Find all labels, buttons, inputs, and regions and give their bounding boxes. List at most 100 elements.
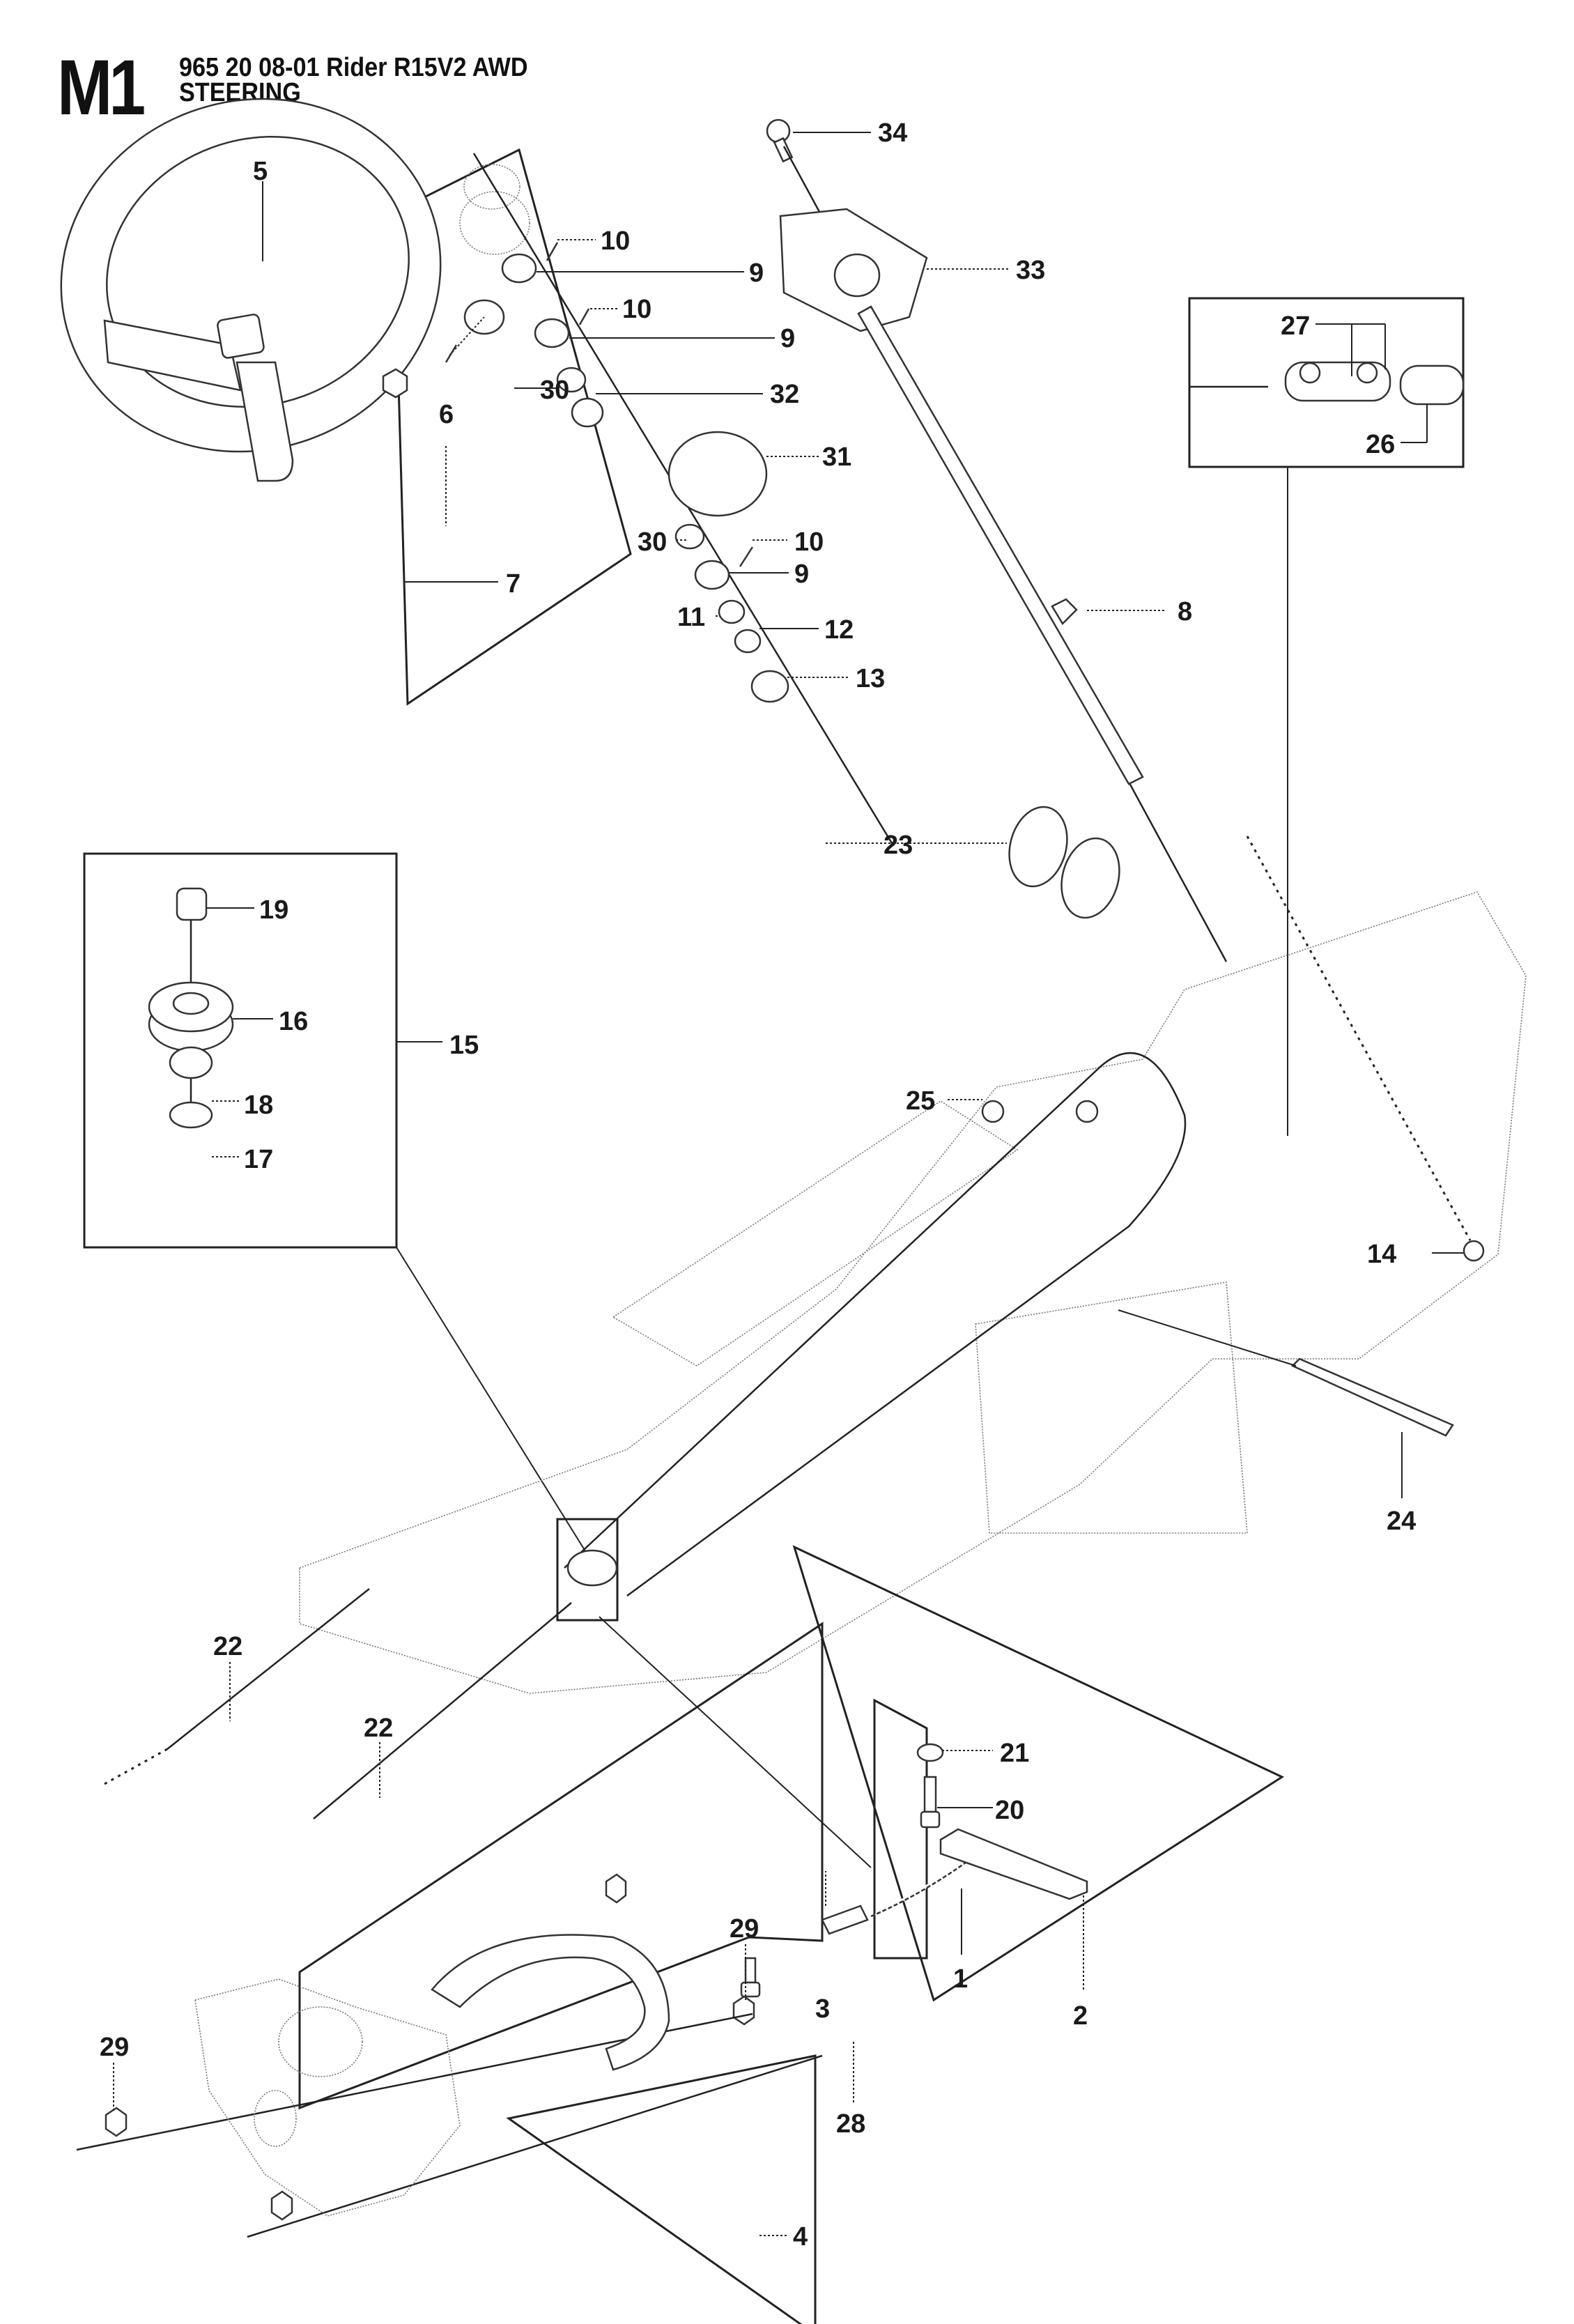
steering-wheel [60, 98, 442, 482]
callout-34: 34 [878, 118, 907, 148]
callout-30a: 30 [540, 376, 569, 405]
bushing-32 [571, 397, 604, 428]
bolt-20 [920, 1776, 941, 1829]
callout-30b: 30 [638, 528, 667, 557]
chain-26 [1399, 364, 1465, 406]
callout-20: 20 [995, 1796, 1024, 1825]
callout-26: 26 [1366, 430, 1395, 459]
column-detail-frame [392, 148, 632, 706]
bushing-9a [501, 253, 537, 284]
shoulder-bolt-19 [176, 887, 208, 921]
callout-24: 24 [1387, 1507, 1416, 1536]
retaining-ring-17 [169, 1101, 213, 1129]
callout-19: 19 [259, 895, 288, 925]
nut-29d [270, 2190, 293, 2221]
bushing-9c [694, 560, 730, 590]
pulley-assembly-frame [83, 852, 398, 1249]
pin-10c [739, 546, 754, 567]
callout-5: 5 [253, 157, 268, 186]
nut-29a [605, 1873, 627, 1904]
callout-13: 13 [856, 664, 885, 693]
callout-3: 3 [815, 1994, 830, 2024]
e-clip-25b [1075, 1100, 1099, 1123]
callout-23: 23 [884, 831, 913, 860]
cable-22b [313, 1602, 572, 1819]
callout-8: 8 [1178, 597, 1192, 626]
ring-30a [556, 367, 587, 393]
screw-4 [740, 1957, 761, 1998]
column-upper-cone [459, 164, 530, 255]
dust-cover-31 [668, 431, 768, 517]
pulley-16 [148, 981, 234, 1052]
nut-29b [732, 1995, 755, 2026]
callout-numbers: 5 6 7 34 33 10 9 10 9 30 32 31 30 10 9 1… [100, 118, 1416, 2252]
callout-18: 18 [244, 1091, 273, 1120]
bearing-13 [750, 670, 789, 703]
callout-9c: 9 [794, 560, 809, 589]
callout-9a: 9 [749, 259, 764, 288]
callout-14: 14 [1367, 1240, 1396, 1269]
callout-29b: 29 [100, 2033, 129, 2062]
leader-lines [113, 132, 1463, 2236]
callout-1: 1 [953, 1964, 968, 1994]
callout-9b: 9 [780, 324, 795, 353]
clamp-28 [431, 1934, 670, 2071]
pin-10b [578, 308, 590, 325]
plate-33 [779, 208, 928, 332]
bracket-2 [939, 1828, 1088, 1900]
callout-10b: 10 [622, 295, 651, 324]
brand-logo-badge [217, 314, 265, 359]
pin-24 [1290, 1357, 1454, 1437]
steering-chain [564, 1052, 1187, 1597]
pin-10a [546, 242, 559, 261]
callout-33: 33 [1016, 256, 1045, 285]
callout-15: 15 [449, 1031, 479, 1060]
bushing-12 [734, 629, 762, 654]
steering-shaft-8 [857, 305, 1144, 785]
ring-30b [674, 523, 705, 550]
spring-1 [870, 1859, 969, 1918]
callout-28: 28 [836, 2109, 865, 2139]
set-screw-6 [445, 344, 458, 363]
callout-22a: 22 [213, 1632, 242, 1661]
callout-27: 27 [1281, 311, 1310, 341]
lower-frame-a [298, 1622, 824, 2110]
callout-11: 11 [677, 603, 705, 632]
bushing-9b [534, 318, 570, 348]
callout-25: 25 [906, 1086, 935, 1116]
link-plate-3 [821, 1904, 869, 1935]
bolt-34 [766, 118, 794, 163]
callout-22b: 22 [364, 1714, 393, 1743]
nut-7 [382, 368, 408, 399]
chassis-frame [299, 891, 1527, 1694]
callout-21: 21 [1000, 1739, 1029, 1768]
washer-21 [916, 1743, 944, 1762]
callout-4: 4 [793, 2222, 808, 2252]
cable-22a [167, 1588, 370, 1750]
callout-32: 32 [770, 380, 799, 409]
callout-7: 7 [506, 569, 520, 599]
callout-12: 12 [824, 615, 854, 645]
model-line: 965 20 08-01 Rider R15V2 AWD [179, 53, 528, 82]
connector-link-27 [1284, 361, 1391, 402]
lower-frame-d [506, 2054, 817, 2324]
callout-2: 2 [1073, 2001, 1088, 2031]
callout-10c: 10 [794, 528, 824, 557]
callout-29a: 29 [730, 1914, 759, 1944]
callout-16: 16 [279, 1007, 308, 1036]
e-clip-25a [981, 1100, 1005, 1123]
callout-10a: 10 [601, 226, 630, 256]
lower-frame-c [792, 1545, 1285, 2002]
pulleys-23 [1008, 806, 1120, 919]
callout-31: 31 [822, 443, 851, 472]
callout-17: 17 [244, 1145, 273, 1174]
lower-frame-b [873, 1698, 928, 1960]
washer-11 [718, 599, 746, 624]
screw-14 [1463, 1240, 1485, 1262]
section-code: M1 [57, 44, 146, 131]
bearing-18 [169, 1046, 213, 1079]
nut-29c [105, 2107, 128, 2137]
steering-gearbox [194, 1978, 461, 2217]
callout-6: 6 [439, 400, 454, 429]
